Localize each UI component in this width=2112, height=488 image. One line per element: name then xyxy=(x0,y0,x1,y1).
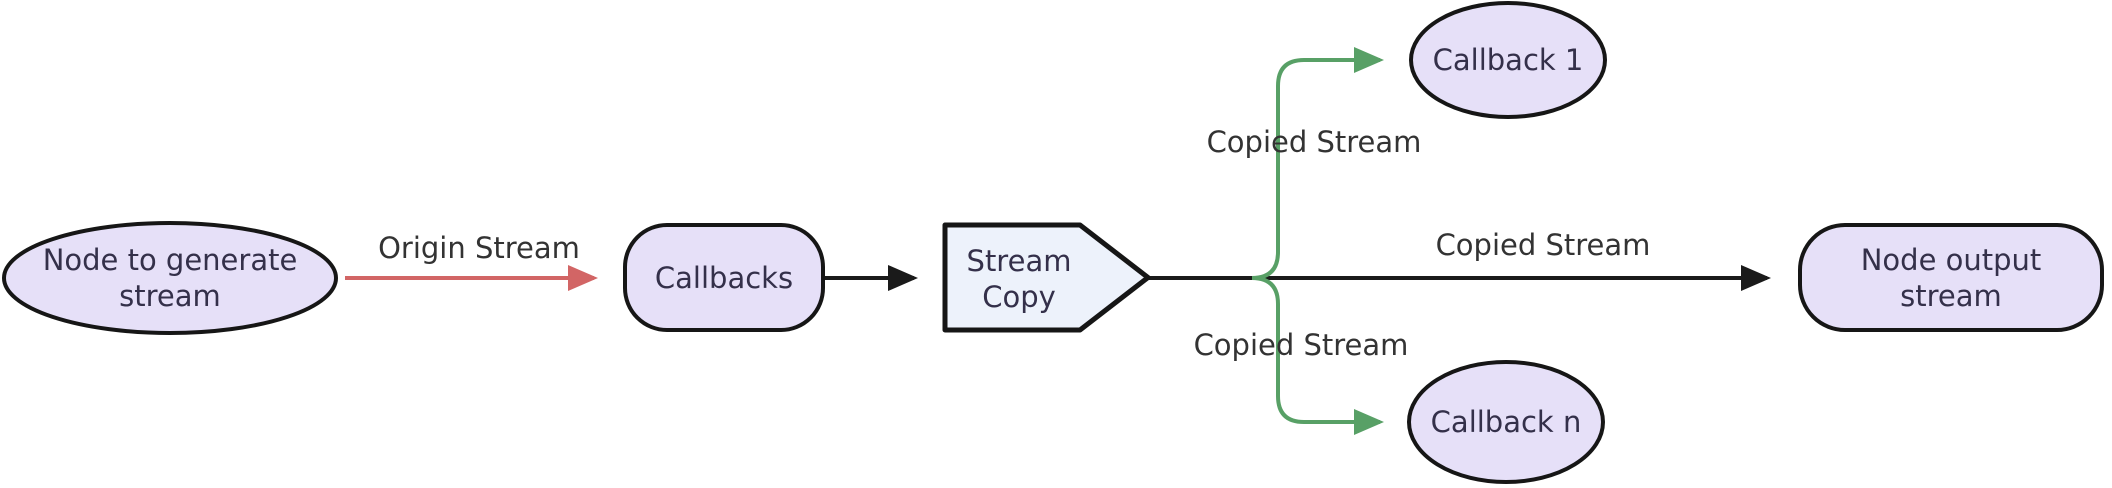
node-output: Node output stream xyxy=(1798,223,2104,332)
generator-label-line1: Node to generate xyxy=(43,243,298,277)
edge-copied-stream-to-callback-n xyxy=(1251,276,1384,435)
edge-copied-stream-to-callback-1 xyxy=(1251,47,1384,280)
edge-label-origin-stream: Origin Stream xyxy=(378,231,580,265)
stream-copy-shape xyxy=(942,222,1151,333)
stream-copy-label-line1: Stream xyxy=(967,244,1072,278)
callbacks-label: Callbacks xyxy=(655,261,793,295)
output-stadium xyxy=(1798,223,2104,332)
callback-n-label: Callback n xyxy=(1431,405,1582,439)
node-callback-n: Callback n xyxy=(1407,360,1605,484)
output-label-line2: stream xyxy=(1900,279,2002,313)
callback-n-ellipse xyxy=(1407,360,1605,484)
node-stream-copy: Stream Copy xyxy=(942,222,1151,333)
stream-copy-label-line2: Copy xyxy=(982,280,1056,314)
edge-label-copied-stream-middle: Copied Stream xyxy=(1436,228,1651,262)
generator-label-line2: stream xyxy=(119,279,221,313)
node-generator: Node to generate stream xyxy=(2,221,338,335)
callback-1-label: Callback 1 xyxy=(1433,43,1584,77)
edge-label-copied-stream-top: Copied Stream xyxy=(1207,125,1422,159)
callbacks-stadium xyxy=(623,223,825,332)
generator-ellipse xyxy=(2,221,338,335)
node-callbacks: Callbacks xyxy=(623,223,825,332)
node-callback-1: Callback 1 xyxy=(1409,1,1607,119)
callback-1-ellipse xyxy=(1409,1,1607,119)
output-label-line1: Node output xyxy=(1861,243,2042,277)
edge-label-copied-stream-bottom: Copied Stream xyxy=(1194,328,1409,362)
